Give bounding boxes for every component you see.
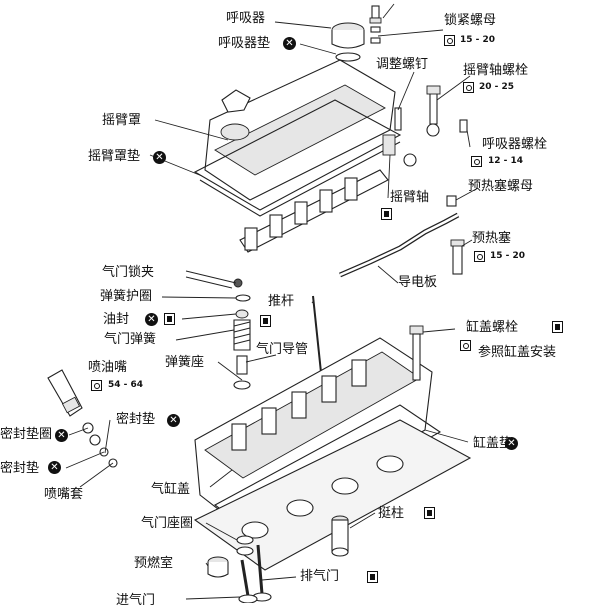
torque-wrench-icon <box>91 380 102 391</box>
rocker-cover-part <box>193 59 402 217</box>
top-bolt-part <box>369 5 382 44</box>
label-nozzle-sleeve: 喷嘴套 <box>44 487 84 502</box>
x-circle-icon: ✕ <box>145 313 158 326</box>
label-head-bolt: 缸盖螺栓 <box>466 320 519 335</box>
lead-plate-part <box>339 212 460 278</box>
label-lock-nut: 锁紧螺母 <box>444 13 497 28</box>
valve-seat-ring-part <box>236 535 254 556</box>
torque-rocker-shaft-bolt: 20 - 25 <box>479 82 515 92</box>
label-rocker-shaft-bolt: 摇臂轴螺栓 <box>463 63 529 78</box>
label-glow-plug-nut: 预热塞螺母 <box>468 179 534 194</box>
apply-oil-icon <box>260 315 271 327</box>
label-adjust-screw: 调整螺钉 <box>376 57 429 72</box>
apply-oil-icon <box>552 321 563 333</box>
label-valve-seat-ring: 气门座圈 <box>141 516 194 531</box>
label-nozzle-seal: 密封垫 <box>0 461 40 476</box>
label-valve-keepers: 气门锁夹 <box>102 265 155 280</box>
torque-glow-plug: 15 - 20 <box>490 251 526 261</box>
x-circle-icon: ✕ <box>55 429 68 442</box>
label-oil-seal: 油封 <box>103 312 130 327</box>
nozzle-part <box>47 369 118 468</box>
label-push-rod: 推杆 <box>268 294 295 309</box>
torque-nozzle: 54 - 64 <box>108 380 144 390</box>
torque-wrench-icon <box>444 35 455 46</box>
torque-wrench-icon <box>471 156 482 167</box>
label-breather: 呼吸器 <box>226 11 266 26</box>
x-circle-icon: ✕ <box>283 37 296 50</box>
breather-part <box>331 22 365 62</box>
x-circle-icon: ✕ <box>505 437 518 450</box>
label-tappet: 挺柱 <box>378 506 405 521</box>
torque-wrench-icon <box>460 340 471 351</box>
label-intake-valve: 进气门 <box>116 593 156 608</box>
apply-oil-icon <box>424 507 435 519</box>
apply-oil-icon <box>367 571 378 583</box>
label-lead-plate: 导电板 <box>398 275 438 290</box>
label-spring-seat: 弹簧座 <box>165 355 205 370</box>
label-breather-gasket: 呼吸器垫 <box>218 36 271 51</box>
label-see-head-install: 参照缸盖安装 <box>478 345 557 360</box>
apply-oil-icon <box>381 208 392 220</box>
label-nozzle: 喷油嘴 <box>88 360 128 375</box>
apply-oil-icon <box>164 313 175 325</box>
torque-wrench-icon <box>463 82 474 93</box>
x-circle-icon: ✕ <box>153 151 166 164</box>
label-nozzle-gasket-washer: 密封垫圈 <box>0 427 53 442</box>
precombustion-chamber-part <box>207 556 229 578</box>
label-breather-bolt: 呼吸器螺栓 <box>482 137 548 152</box>
torque-breather-bolt: 12 - 14 <box>488 156 524 166</box>
label-spring-retainer: 弹簧护圈 <box>100 289 153 304</box>
label-exhaust-valve: 排气门 <box>300 569 340 584</box>
valves-part <box>238 544 272 603</box>
torque-lock-nut: 15 - 20 <box>460 35 496 45</box>
x-circle-icon: ✕ <box>48 461 61 474</box>
valve-train-part <box>233 278 251 390</box>
rocker-shaft-part <box>239 85 468 253</box>
label-seal-gasket: 密封垫 <box>116 412 156 427</box>
label-rocker-cover-gasket: 摇臂罩垫 <box>88 149 141 164</box>
torque-wrench-icon <box>474 251 485 262</box>
label-cylinder-head: 气缸盖 <box>151 482 191 497</box>
label-valve-guide: 气门导管 <box>256 342 309 357</box>
label-glow-plug: 预热塞 <box>472 231 512 246</box>
label-valve-spring: 气门弹簧 <box>104 332 157 347</box>
glow-plug-part <box>446 195 465 275</box>
label-precombustion-chamber: 预燃室 <box>134 556 174 571</box>
label-rocker-cover: 摇臂罩 <box>102 113 142 128</box>
head-gasket-part <box>193 419 472 571</box>
x-circle-icon: ✕ <box>167 414 180 427</box>
label-rocker-shaft: 摇臂轴 <box>390 190 430 205</box>
tappet-part <box>331 515 349 557</box>
label-head-gasket: 缸盖垫 <box>473 436 513 451</box>
head-bolt-part <box>409 325 424 381</box>
